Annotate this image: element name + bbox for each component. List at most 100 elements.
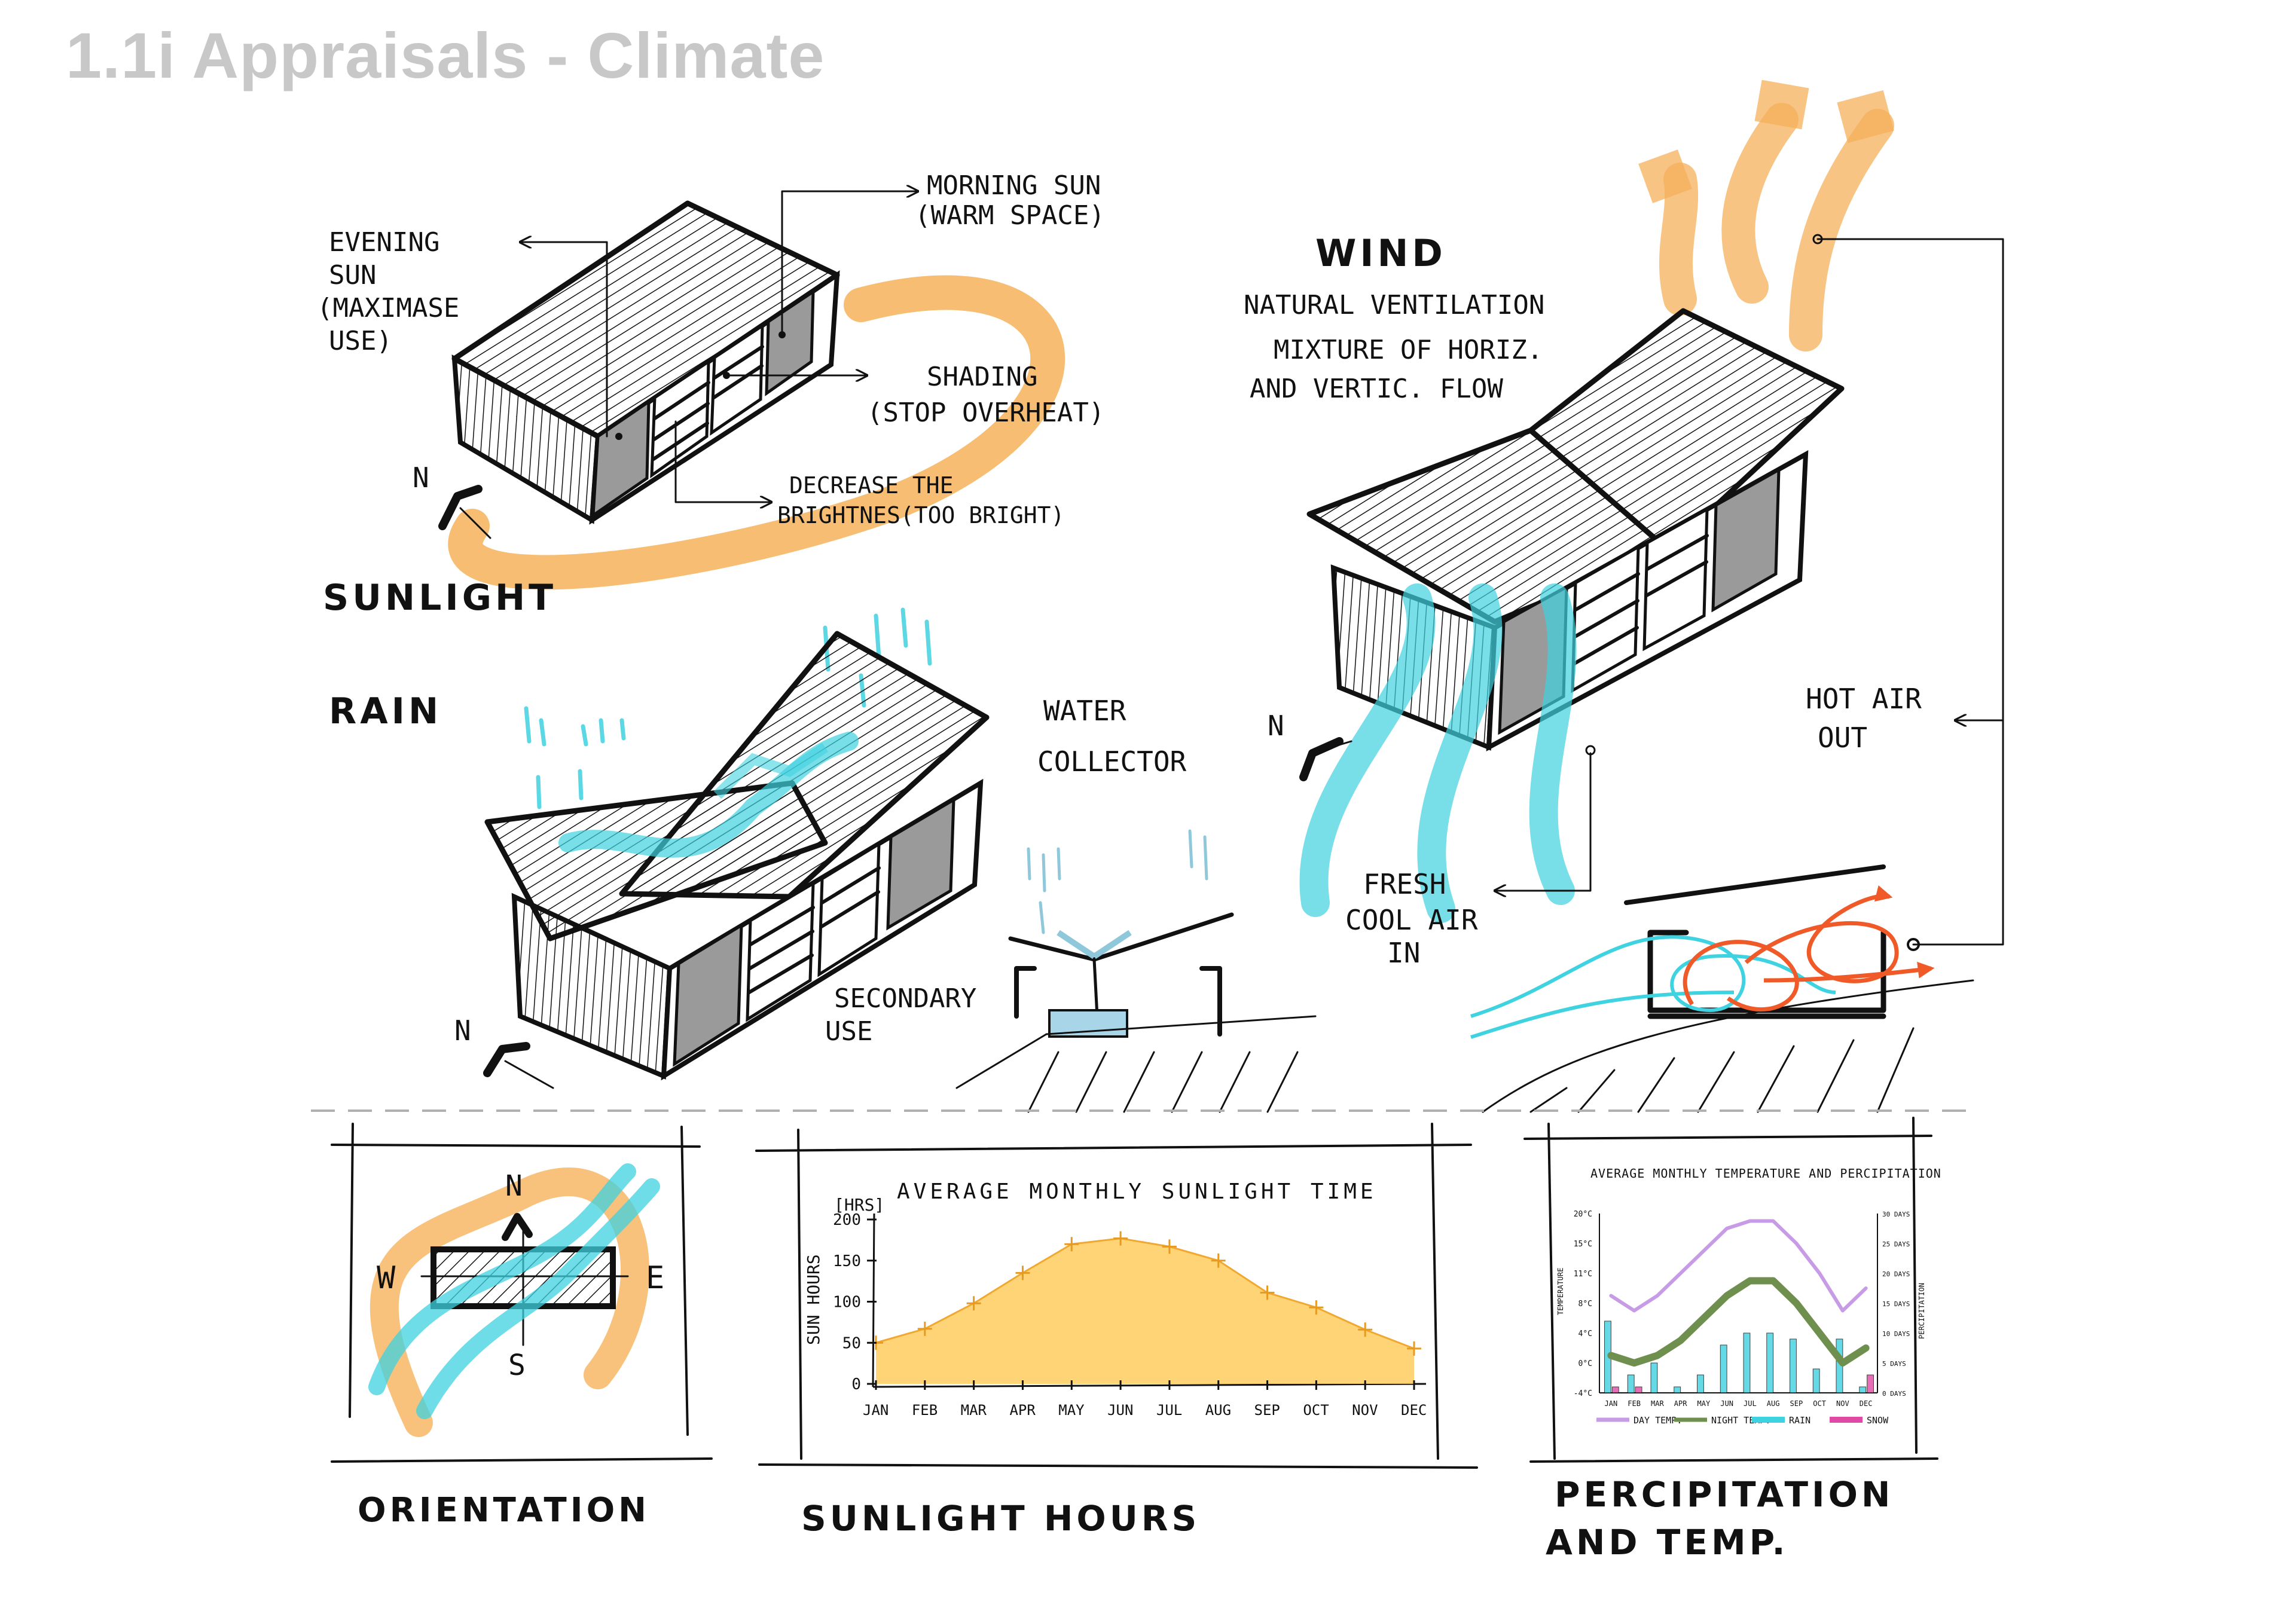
- sun-x-label: DEC: [1401, 1402, 1427, 1419]
- precip-y-label: 0°C: [1578, 1359, 1592, 1368]
- sunlight-hours-caption: SUNLIGHT HOURS: [801, 1498, 1200, 1539]
- north-label: N: [454, 1014, 471, 1047]
- precip-x-label: JAN: [1605, 1399, 1618, 1408]
- precip-bar: [1766, 1332, 1774, 1393]
- sun-x-label: MAY: [1058, 1402, 1085, 1419]
- morning-sun-note: MORNING SUN (WARM SPACE): [915, 170, 1117, 231]
- precip-temp-line: [1609, 1219, 1868, 1313]
- sun-x-label: OCT: [1303, 1402, 1329, 1419]
- evening-sun-note: EVENING SUN (MAXIMASE USE): [317, 227, 475, 356]
- precip-x-label: FEB: [1628, 1399, 1641, 1408]
- precip-y-label: 4°C: [1578, 1329, 1592, 1338]
- sun-point: [917, 1321, 932, 1336]
- sun-window-4: [765, 289, 815, 396]
- precip-x-label: OCT: [1813, 1399, 1826, 1408]
- precip-legend-label: DAY TEMP.: [1634, 1415, 1682, 1426]
- sun-y-label: 150: [833, 1252, 861, 1270]
- brightness-note: DECREASE THE BRIGHTNES(TOO BRIGHT): [777, 472, 1064, 528]
- sun-line: [875, 1237, 1415, 1350]
- sun-point: [1358, 1322, 1373, 1337]
- sunlight-diagram: N EVENING SUN (MAXIMASE USE) MORNING SUN…: [317, 170, 1117, 619]
- fresh-cool-air-note: FRESH COOL AIR IN: [1345, 868, 1494, 969]
- compass-n: N: [505, 1169, 523, 1203]
- hot-air-plume-heads: [1638, 80, 1894, 203]
- sun-path-arc: [448, 275, 1065, 590]
- ventilation-note: NATURAL VENTILATION MIXTURE OF HORIZ. AN…: [1244, 290, 1561, 404]
- precip-x-label: JUN: [1720, 1399, 1733, 1408]
- sun-y-axis: [872, 1213, 875, 1387]
- precip-bar: [1635, 1386, 1642, 1393]
- precip-y-label: 8°C: [1578, 1300, 1592, 1309]
- precip-y-label: 15°C: [1574, 1240, 1592, 1249]
- sun-y-label: 50: [842, 1334, 861, 1352]
- wind-roof-high: [1528, 308, 1845, 553]
- sun-x-label: SEP: [1254, 1402, 1280, 1419]
- precip-x-label: MAR: [1651, 1399, 1664, 1408]
- sun-point: [1015, 1266, 1030, 1280]
- sun-point: [1162, 1239, 1177, 1254]
- precip-bar: [1697, 1374, 1704, 1393]
- precip-y2-label: 0 DAYS: [1882, 1390, 1906, 1398]
- precip-bar: [1627, 1374, 1635, 1393]
- sun-point: [966, 1296, 981, 1311]
- precip-legend-label: RAIN: [1789, 1415, 1810, 1426]
- north-arrow-rain: [483, 1042, 530, 1077]
- sun-y-label: 200: [833, 1211, 861, 1229]
- precipitation-panel: AVERAGE MONTHLY TEMPERATURE AND PERCIPIT…: [1523, 1117, 1941, 1563]
- hot-air-out-note: HOT AIR OUT: [1806, 683, 1938, 754]
- water-collector-note: WATER COLLECTOR: [1037, 695, 1187, 778]
- sunlight-hours-chart-title: AVERAGE MONTHLY SUNLIGHT TIME: [897, 1179, 1377, 1204]
- north-label: N: [1268, 710, 1284, 742]
- compass-s: S: [508, 1349, 526, 1382]
- precip-x-label: MAY: [1697, 1399, 1711, 1408]
- sun-x-label: JUL: [1156, 1402, 1182, 1419]
- precip-caption: PERCIPITATION AND TEMP.: [1546, 1474, 1910, 1563]
- compass-w: W: [377, 1260, 396, 1296]
- sun-window-3: [710, 323, 764, 436]
- precip-bar: [1611, 1386, 1619, 1393]
- precip-y2label: PERCIPITATION: [1918, 1283, 1926, 1339]
- north-label: N: [413, 461, 429, 494]
- sun-x-label: APR: [1009, 1402, 1036, 1419]
- sun-y-label: 100: [833, 1294, 861, 1312]
- precip-bar: [1674, 1386, 1681, 1393]
- precip-x-label: NOV: [1836, 1399, 1849, 1408]
- orientation-panel: N S W E ORIENTATION: [331, 1123, 713, 1530]
- cool-air-streams: [1299, 583, 1577, 923]
- sun-x-label: AUG: [1205, 1402, 1231, 1419]
- rain-heading: RAIN: [329, 690, 442, 732]
- rain-diagram: RAIN N: [329, 607, 1317, 1113]
- sun-point: [1260, 1285, 1275, 1300]
- secondary-use-note: SECONDARY USE: [825, 983, 993, 1047]
- precip-y2-label: 5 DAYS: [1882, 1360, 1906, 1368]
- precip-x-label: JUL: [1744, 1399, 1757, 1408]
- precip-y-label: -4°C: [1574, 1389, 1592, 1398]
- precip-x-label: AUG: [1767, 1399, 1780, 1408]
- wind-diagram: N WIND NATURAL VENTILATION MIXTURE OF HO…: [1244, 80, 2004, 1113]
- precip-bar: [1743, 1332, 1751, 1393]
- page-title: 1.1i Appraisals - Climate: [66, 19, 825, 91]
- sun-point: [1064, 1237, 1079, 1252]
- precip-temp-line: [1607, 1277, 1870, 1367]
- precip-bar: [1650, 1362, 1658, 1393]
- precip-x-label: DEC: [1860, 1399, 1873, 1408]
- rain-window-4: [886, 797, 955, 931]
- sunlight-heading: SUNLIGHT: [323, 577, 557, 619]
- north-arrow-sunlight: [438, 485, 483, 530]
- sun-point: [1113, 1231, 1128, 1246]
- sun-point: [1407, 1341, 1421, 1356]
- sun-point: [1211, 1253, 1226, 1268]
- sun-x-label: NOV: [1352, 1402, 1378, 1419]
- sunlight-hours-panel: AVERAGE MONTHLY SUNLIGHT TIME [HRS] SUN …: [755, 1123, 1478, 1539]
- sun-x-label: MAR: [961, 1402, 987, 1419]
- precip-bar: [1867, 1374, 1874, 1393]
- precip-bar: [1859, 1386, 1867, 1393]
- shading-note: SHADING (STOP OVERHEAT): [867, 362, 1104, 428]
- precip-y2-label: 20 DAYS: [1882, 1270, 1910, 1278]
- sun-area: [876, 1238, 1414, 1384]
- wind-section: [1470, 864, 1974, 1113]
- precip-y-label: 20°C: [1574, 1210, 1592, 1219]
